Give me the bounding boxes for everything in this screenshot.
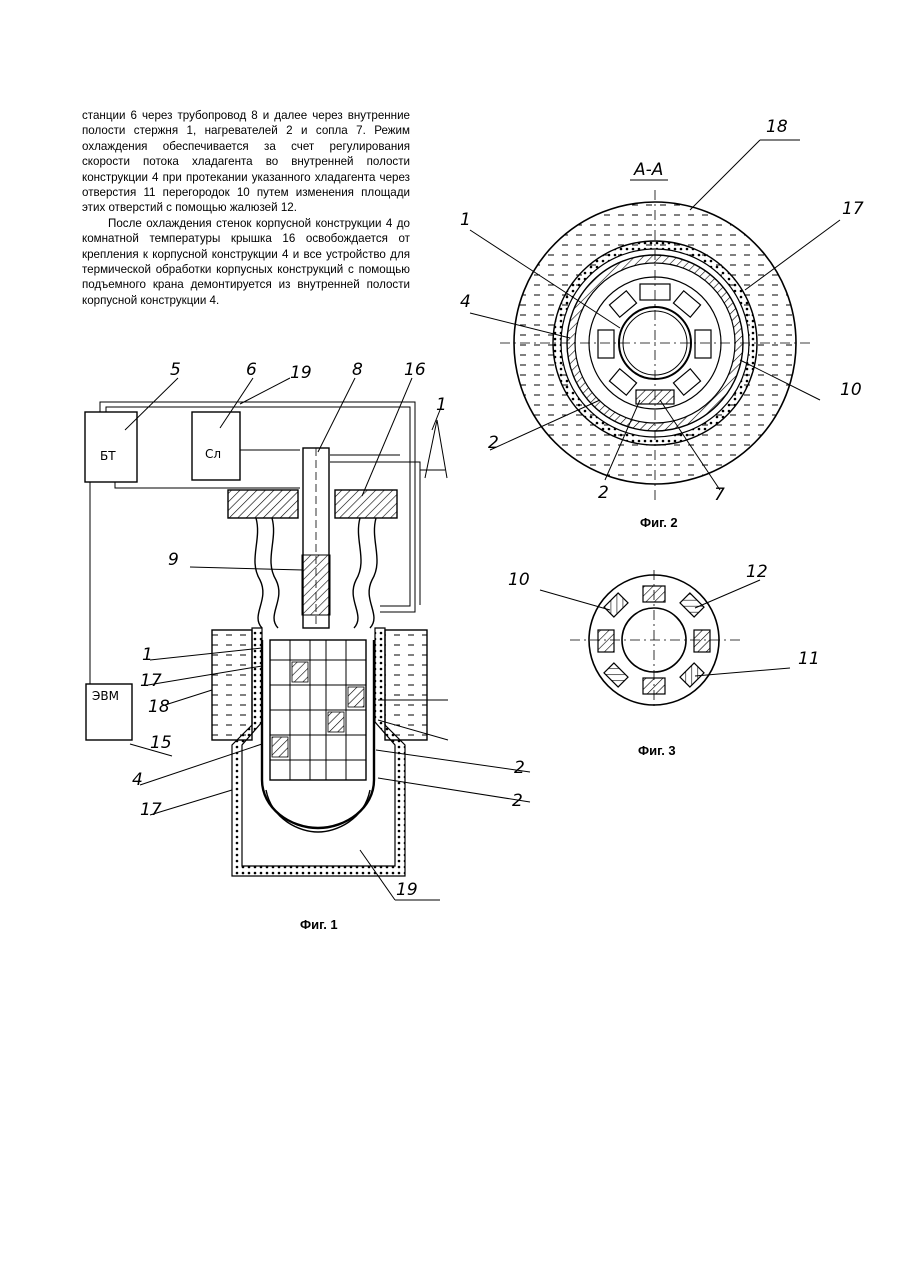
- fig2-caption: Фиг. 2: [640, 515, 678, 530]
- casing-19: [232, 628, 405, 876]
- wire-right: [330, 455, 445, 605]
- figure-1: БТ Сл ЭВМ: [85, 360, 530, 932]
- fig1-label-1r: 1: [436, 395, 447, 415]
- fig2-label-2b: 2: [598, 483, 609, 503]
- fig1-label-6: 6: [246, 360, 257, 380]
- fig1-label-16: 16: [404, 360, 426, 380]
- fig2-label-2a: 2: [488, 433, 499, 453]
- block-9: [302, 555, 330, 615]
- box-evm-label: ЭВМ: [92, 689, 119, 703]
- wire-bt-right: [115, 482, 300, 488]
- fig3-label-10: 10: [508, 570, 530, 590]
- fig1-label-18: 18: [148, 697, 170, 717]
- support-left: [255, 518, 263, 628]
- fig1-label-1: 1: [142, 645, 153, 665]
- box-sa: [192, 412, 240, 480]
- fig1-label-4: 4: [132, 770, 143, 790]
- lid-16-right: [335, 490, 397, 518]
- fig2-section-label: А-А: [633, 160, 663, 180]
- fig1-label-9: 9: [168, 550, 179, 570]
- fig1-label-15: 15: [150, 733, 172, 753]
- fig2-label-7: 7: [714, 485, 725, 505]
- heater-grid: [270, 640, 366, 780]
- box-bt-label: БТ: [100, 449, 116, 463]
- fig1-label-2a: 2: [514, 758, 525, 778]
- fig1-label-17b: 17: [140, 800, 162, 820]
- support-right-2: [369, 518, 377, 628]
- figure-2: А-А: [460, 117, 864, 530]
- fig1-label-8: 8: [352, 360, 363, 380]
- wire-antenna: [425, 420, 447, 478]
- fig2-label-17: 17: [842, 199, 864, 219]
- lid-16-left: [228, 490, 298, 518]
- fig2-label-1: 1: [460, 210, 471, 230]
- support-left-2: [271, 518, 279, 628]
- fig1-label-17a: 17: [140, 671, 162, 691]
- fig1-caption: Фиг. 1: [300, 917, 338, 932]
- fig1-label-19a: 19: [290, 363, 312, 383]
- support-right: [353, 518, 361, 628]
- vessel-4: [262, 640, 374, 828]
- fig2-label-4: 4: [460, 292, 471, 312]
- fig2-label-10: 10: [840, 380, 862, 400]
- fig3-caption: Фиг. 3: [638, 743, 676, 758]
- fig2-label-18: 18: [766, 117, 788, 137]
- fig1-label-19b: 19: [396, 880, 418, 900]
- box-sa-label: Сл: [205, 447, 221, 461]
- fig1-label-2b: 2: [512, 791, 523, 811]
- box-bt: [85, 412, 137, 482]
- fig3-label-12: 12: [746, 562, 768, 582]
- fig1-label-5: 5: [170, 360, 181, 380]
- fig3-label-11: 11: [798, 649, 820, 669]
- vessel-bottom: [266, 790, 370, 832]
- tank-18-left: [212, 630, 252, 740]
- fig1-leaders: [125, 378, 530, 900]
- figure-3: 10 12 11 Фиг. 3: [508, 562, 820, 758]
